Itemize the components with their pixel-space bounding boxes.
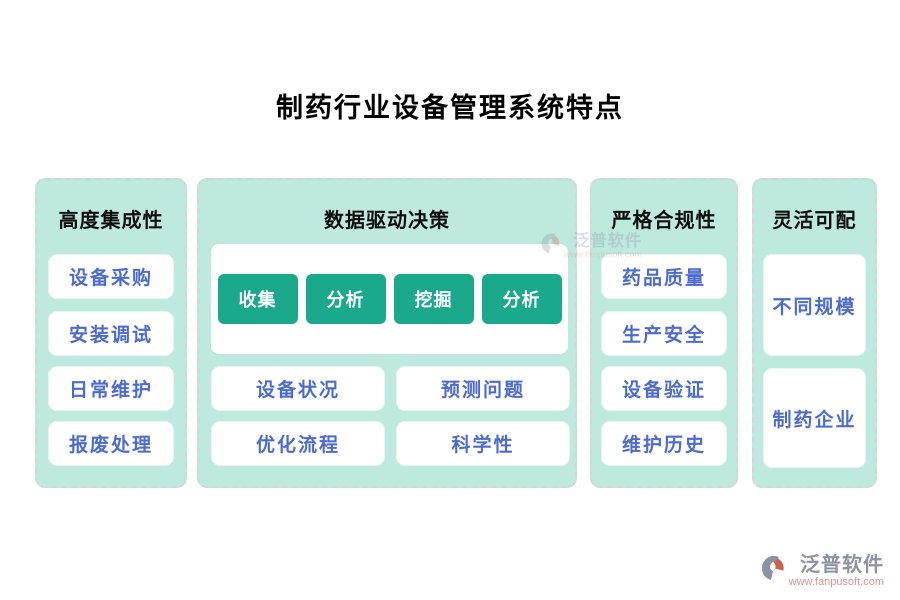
integration-item-procurement: 设备采购 [49,255,173,298]
page-title: 制药行业设备管理系统特点 [276,93,624,123]
column-data-driven-header: 数据驱动决策 [324,210,450,232]
fanpu-logo-icon [761,555,784,580]
column-integration-header: 高度集成性 [58,210,164,232]
process-step-collect: 收集 [217,274,298,324]
process-step-mine: 挖掘 [393,274,474,324]
column-flexible: 灵活可配 不同规模 制药企业 [752,178,877,488]
flexible-item-pharma-enterprise: 制药企业 [764,369,865,467]
watermark-url: www.fanpusoft.com [563,250,642,260]
watermark-text: 泛普软件 www.fanpusoft.com [564,232,642,260]
data-card-optimize-process: 优化流程 [212,422,384,465]
compliance-item-production-safety: 生产安全 [602,312,726,355]
watermark-brand: 泛普软件 [800,554,884,576]
fanpu-logo-icon [541,233,560,254]
process-step-analyze: 分析 [305,274,386,324]
column-integration: 高度集成性 设备采购 安装调试 日常维护 报废处理 [35,178,187,488]
data-card-predict-problems: 预测问题 [397,367,569,410]
watermark-brand: 泛普软件 [573,232,642,251]
watermark-bottom: 泛普软件 www.fanpusoft.com [760,554,884,588]
column-compliance-header: 严格合规性 [611,210,717,232]
integration-item-maintenance: 日常维护 [49,367,173,410]
watermark-url: www.fanpusoft.com [788,576,884,588]
flexible-item-different-scale: 不同规模 [764,255,865,355]
compliance-item-drug-quality: 药品质量 [602,255,726,298]
column-data-driven: 数据驱动决策 收集 分析 挖掘 分析 设备状况 预测问题 优化流程 科学性 [197,178,577,488]
column-flexible-header: 灵活可配 [772,210,857,232]
integration-item-installation: 安装调试 [49,312,173,355]
integration-item-scrap: 报废处理 [49,422,173,465]
process-panel: 收集 分析 挖掘 分析 [211,244,568,354]
watermark-faint: 泛普软件 www.fanpusoft.com [540,232,642,260]
process-step-analyze-2: 分析 [481,274,562,324]
compliance-item-equipment-validation: 设备验证 [602,367,726,410]
column-compliance: 严格合规性 药品质量 生产安全 设备验证 维护历史 [590,178,738,488]
watermark-text: 泛普软件 www.fanpusoft.com [789,554,884,588]
data-card-scientific: 科学性 [397,422,569,465]
compliance-item-maintenance-history: 维护历史 [602,422,726,465]
data-card-equipment-status: 设备状况 [212,367,384,410]
